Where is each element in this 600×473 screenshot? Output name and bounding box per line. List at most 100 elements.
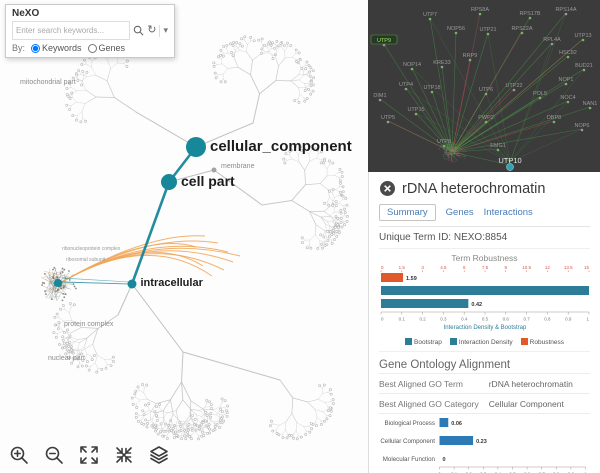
gene-node-rps14a[interactable] [564,12,568,16]
chevron-down-icon[interactable]: ▾ [163,25,168,35]
ontology-tree-panel[interactable]: NeXO ↻ ▾ By: Keywords Genes [0,0,368,473]
gene-node-nan1[interactable] [588,106,592,110]
gene-node-pwp2[interactable] [484,120,488,124]
gene-node-nop1[interactable] [564,82,568,86]
gene-node-nop14[interactable] [410,67,414,71]
gene-node-label-utp6[interactable]: UTP6 [479,87,493,93]
gene-network-canvas[interactable]: UTP9 UTP7 RPS8A RPS17B RPS14A NOP56 UTP21 RPS22… [368,0,600,172]
gene-node-utp8[interactable] [442,144,446,148]
gene-node-label-utp4[interactable]: UTP4 [399,82,413,88]
gene-node-label-pol5[interactable]: POL5 [533,91,547,97]
gene-node-label-utp5[interactable]: UTP5 [381,115,395,121]
gene-node-label-utp9[interactable]: UTP9 [377,38,391,44]
layers-icon [150,446,168,464]
gene-network-panel[interactable]: UTP9 UTP7 RPS8A RPS17B RPS14A NOP56 UTP21 RPS22… [368,0,600,172]
gene-node-rps17b[interactable] [528,16,532,20]
gene-node-hsc82[interactable] [566,55,570,59]
search-icon[interactable] [133,25,144,36]
tab-genes[interactable]: Genes [445,207,474,218]
gene-node-label-kre33[interactable]: KRE33 [433,60,450,66]
gene-node-bud21[interactable] [582,68,586,72]
gene-node-label-utp10[interactable]: UTP10 [498,156,521,165]
gene-node-utp13[interactable] [581,38,585,42]
gene-node-utp5[interactable] [386,120,390,124]
gene-node-label-dbp8[interactable]: DBP8 [547,115,561,121]
gene-node-pol5[interactable] [538,96,542,100]
reset-icon[interactable]: ↻ [147,24,157,36]
gene-node-nop56[interactable] [454,31,458,35]
gene-node-emg1[interactable] [496,148,500,152]
gene-node-utp9[interactable] [382,43,386,47]
gene-node-dim1[interactable] [378,98,382,102]
gene-node-label-nan1[interactable]: NAN1 [583,101,598,107]
gene-node-label-utp18[interactable]: UTP18 [423,85,440,91]
gene-node-label-hsc82[interactable]: HSC82 [559,50,577,56]
gene-node-utp10[interactable] [506,163,514,171]
gene-node-dbp8[interactable] [552,120,556,124]
gene-node-utp4[interactable] [404,87,408,91]
gene-node-label-utp15[interactable]: UTP15 [407,107,424,113]
layers-button[interactable] [146,442,172,468]
gene-node-label-rps8a[interactable]: RPS8A [471,7,489,13]
term-node-cellular-component[interactable] [186,137,206,157]
term-node-intracellular[interactable] [127,279,137,289]
collapse-arrows-button[interactable] [111,442,137,468]
radio-keywords[interactable]: Keywords [31,43,82,53]
term-label-cellular-component[interactable]: cellular_component [210,137,352,155]
gene-node-utp7[interactable] [428,17,432,21]
gene-node-label-utp7[interactable]: UTP7 [423,12,437,18]
go-category-tick: Cellular Component [380,438,435,445]
gene-node-rps8a[interactable] [478,12,482,16]
gene-node-label-nop56[interactable]: NOP56 [447,26,465,32]
gene-node-kre33[interactable] [440,65,444,69]
close-details-icon[interactable] [379,180,396,197]
radio-keywords-input[interactable] [31,43,41,53]
gene-node-rpl4a[interactable] [550,42,554,46]
tab-summary[interactable]: Summary [379,204,436,221]
zoom-out-button[interactable] [41,442,67,468]
ontology-tree-canvas[interactable] [0,0,368,473]
fit-to-screen-button[interactable] [76,442,102,468]
gene-node-utp6[interactable] [484,92,488,96]
go-axis-tick: 0.1 [451,472,458,473]
term-label-intracellular[interactable]: intracellular [140,277,203,290]
gene-node-label-nop6[interactable]: NOP6 [575,123,590,129]
gene-node-label-utp13[interactable]: UTP13 [574,33,591,39]
gene-node-label-rpl4a[interactable]: RPL4A [543,37,561,43]
gene-node-utp21[interactable] [486,32,490,36]
gene-node-label-bud21[interactable]: BUD21 [575,63,593,69]
gene-node-label-dim1[interactable]: DIM1 [373,93,386,99]
tab-interactions[interactable]: Interactions [483,207,533,218]
gene-node-label-rrp9[interactable]: RRP9 [463,53,478,59]
go-term-value: rDNA heterochromatin [488,378,573,389]
term-label-cell-part[interactable]: cell part [181,173,235,190]
gene-node-label-rps17b[interactable]: RPS17B [519,11,540,17]
gene-node-label-utp22[interactable]: UTP22 [505,83,522,89]
gene-node-label-nop14[interactable]: NOP14 [403,62,421,68]
bottom-axis-tick: 0.8 [544,317,551,322]
go-axis-tick: 0.4 [495,472,502,473]
gene-node-label-utp21[interactable]: UTP21 [479,27,496,33]
term-node-cluster[interactable] [54,279,62,287]
gene-node-rps22a[interactable] [520,31,524,35]
gene-node-utp15[interactable] [414,112,418,116]
search-input[interactable] [12,21,131,40]
gene-node-label-pwp2[interactable]: PWP2 [478,115,494,121]
gene-node-utp22[interactable] [512,88,516,92]
gene-node-label-utp8[interactable]: UTP8 [437,139,451,145]
radio-genes[interactable]: Genes [87,43,125,53]
gene-node-utp18[interactable] [430,90,434,94]
gene-node-label-emg1[interactable]: EMG1 [490,143,506,149]
gene-node-label-noc4[interactable]: NOC4 [560,95,575,101]
term-node-cell-part[interactable] [161,174,177,190]
gene-node-label-rps14a[interactable]: RPS14A [555,7,576,13]
gene-node-label-rps22a[interactable]: RPS22A [511,26,532,32]
gene-node-label-nop1[interactable]: NOP1 [559,77,574,83]
radio-genes-input[interactable] [87,43,97,53]
zoom-in-button[interactable] [6,442,32,468]
gene-node-noc4[interactable] [566,100,570,104]
gene-node-nop6[interactable] [580,128,584,132]
legend-label: Bootstrap [414,339,442,346]
go-alignment-title: Gene Ontology Alignment [379,359,511,371]
gene-node-rrp9[interactable] [468,58,472,62]
